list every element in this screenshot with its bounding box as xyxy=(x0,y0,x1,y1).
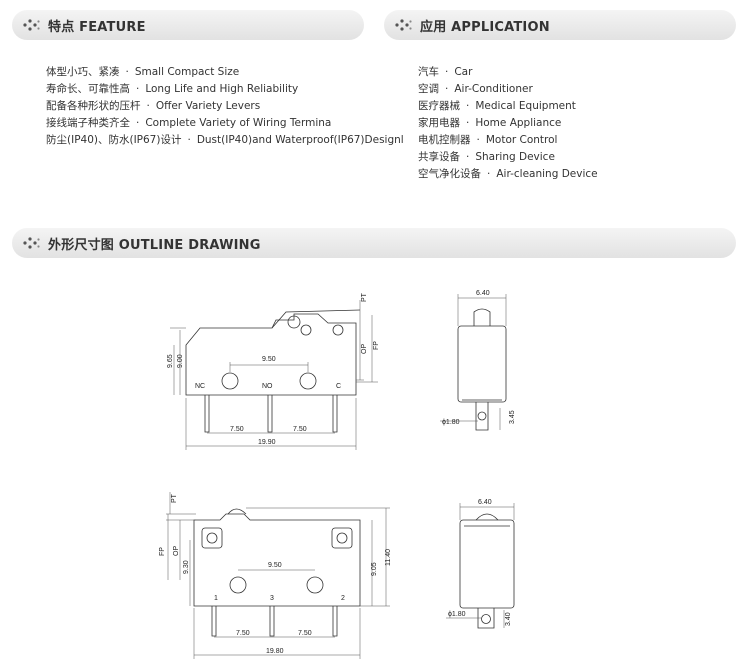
application-header: 应用 APPLICATION xyxy=(384,10,736,40)
label-op: OP xyxy=(173,546,180,556)
switch-front-view-2 xyxy=(193,508,361,637)
dots-icon xyxy=(23,19,40,31)
terminal-1: 1 xyxy=(214,595,218,602)
list-item: 汽车·Car xyxy=(418,66,473,78)
switch-side-view-2 xyxy=(459,513,515,629)
dim-height-a: 9.65 xyxy=(167,354,174,368)
list-item: 空调·Air-Conditioner xyxy=(418,83,533,95)
dim-height-b: 9.00 xyxy=(177,354,184,368)
dim-pitch-left: 7.50 xyxy=(236,630,250,637)
terminal-nc: NC xyxy=(195,383,205,390)
dim-pitch-top: 9.50 xyxy=(268,562,282,569)
dots-icon xyxy=(395,19,412,31)
list-item: 配备各种形状的压杆·Offer Variety Levers xyxy=(46,100,261,112)
application-title: 应用 APPLICATION xyxy=(420,19,550,35)
label-fp: FP xyxy=(159,547,166,556)
dim-pitch-right: 7.50 xyxy=(298,630,312,637)
terminal-c: C xyxy=(336,383,341,390)
dim-hole-dia: ϕ1.80 xyxy=(448,611,466,618)
switch-side-view-1 xyxy=(457,308,507,431)
dim-pitch-left: 7.50 xyxy=(230,426,244,433)
list-item: 空气净化设备·Air-cleaning Device xyxy=(418,168,598,180)
dim-side-width: 6.40 xyxy=(476,290,490,297)
dim-height-right-a: 9.05 xyxy=(371,562,378,576)
dim-pitch-top: 9.50 xyxy=(262,356,276,363)
list-item: 电机控制器·Motor Control xyxy=(418,134,558,146)
feature-title: 特点 FEATURE xyxy=(48,19,146,35)
terminal-no: NO xyxy=(262,383,273,390)
label-pt: PT xyxy=(361,292,368,302)
dots-icon xyxy=(23,237,40,249)
feature-header: 特点 FEATURE xyxy=(12,10,364,40)
list-item: 家用电器·Home Appliance xyxy=(418,117,562,129)
terminal-3: 3 xyxy=(270,595,274,602)
dim-hole-offset: 3.45 xyxy=(509,410,516,424)
dim-width: 19.90 xyxy=(258,439,276,446)
list-item: 寿命长、可靠性高·Long Life and High Reliability xyxy=(46,83,299,95)
outline-title: 外形尺寸图 OUTLINE DRAWING xyxy=(48,237,261,253)
dim-width: 19.80 xyxy=(266,648,284,655)
switch-front-view-1 xyxy=(185,309,361,433)
dim-hole-offset: 3.40 xyxy=(505,612,512,626)
dim-height-right-b: 11.40 xyxy=(385,549,392,566)
dim-side-width: 6.40 xyxy=(478,499,492,506)
feature-list: 体型小巧、紧凑·Small Compact Size 寿命长、可靠性高·Long… xyxy=(46,64,404,149)
application-list: 汽车·Car 空调·Air-Conditioner 医疗器械·Medical E… xyxy=(418,64,598,183)
label-fp: FP xyxy=(373,341,380,350)
label-op: OP xyxy=(361,344,368,354)
dim-pitch-right: 7.50 xyxy=(293,426,307,433)
list-item: 共享设备·Sharing Device xyxy=(418,151,555,163)
dim-height-left: 9.30 xyxy=(183,560,190,574)
terminal-2: 2 xyxy=(341,595,345,602)
list-item: 接线端子种类齐全·Complete Variety of Wiring Term… xyxy=(46,117,332,129)
list-item: 体型小巧、紧凑·Small Compact Size xyxy=(46,66,240,78)
outline-header: 外形尺寸图 OUTLINE DRAWING xyxy=(12,228,736,258)
label-pt: PT xyxy=(171,493,178,503)
list-item: 医疗器械·Medical Equipment xyxy=(418,100,576,112)
list-item: 防尘(IP40)、防水(IP67)设计·Dust(IP40)and Waterp… xyxy=(46,134,404,146)
dim-hole-dia: ϕ1.80 xyxy=(442,419,460,426)
